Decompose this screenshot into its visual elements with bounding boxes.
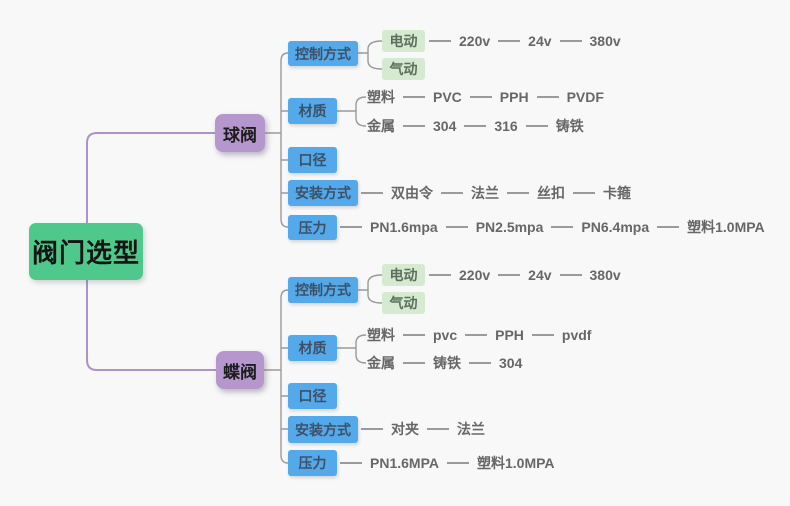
connector-dash	[445, 226, 468, 228]
bfly-install-chain: 对夹 法兰	[361, 419, 485, 439]
leaf-node-380v[interactable]: 380v	[589, 267, 621, 283]
ball-control-method-node[interactable]: 控制方式	[288, 41, 358, 66]
connector-dash	[469, 362, 491, 364]
ball-install-method-node[interactable]: 安装方式	[288, 180, 358, 206]
leaf-node-metal[interactable]: 金属	[367, 355, 395, 371]
connector-dash	[441, 192, 463, 194]
connector-dash	[559, 40, 582, 42]
leaf-node-clamp[interactable]: 卡箍	[603, 185, 631, 201]
ball-pressure-chain: PN1.6mpa PN2.5mpa PN6.4mpa 塑料1.0MPA	[340, 217, 765, 237]
connector-dash	[573, 192, 595, 194]
leaf-node-plastic[interactable]: 塑料	[367, 327, 395, 343]
bfly-pneumatic-node[interactable]: 气动	[382, 292, 425, 314]
connector-dash	[507, 192, 529, 194]
connector-dash	[465, 334, 488, 336]
branch-node-butterfly-valve[interactable]: 蝶阀	[216, 351, 264, 389]
connector-dash	[498, 40, 521, 42]
ball-pneumatic-node[interactable]: 气动	[382, 58, 425, 80]
connector-dash	[559, 274, 582, 276]
leaf-node-flange[interactable]: 法兰	[457, 421, 485, 437]
ball-caliber-node[interactable]: 口径	[288, 147, 337, 173]
branch-node-ball-valve[interactable]: 球阀	[215, 114, 265, 152]
leaf-node-flange[interactable]: 法兰	[471, 185, 499, 201]
leaf-node-double-union[interactable]: 双由令	[391, 185, 433, 201]
ball-electric-node[interactable]: 电动	[382, 30, 425, 52]
butterfly-branch-lines	[263, 274, 383, 464]
leaf-node-pvc[interactable]: PVC	[433, 89, 462, 105]
bfly-electric-node[interactable]: 电动	[382, 264, 425, 286]
leaf-node-pn16[interactable]: PN1.6mpa	[370, 219, 438, 235]
leaf-node-24v[interactable]: 24v	[528, 267, 552, 283]
connector-dash	[429, 40, 451, 42]
leaf-node-220v[interactable]: 220v	[459, 267, 491, 283]
bfly-voltage-chain: 220v 24v 380v	[429, 267, 621, 283]
ball-plastic-chain: 塑料 PVC PPH PVDF	[367, 87, 604, 107]
leaf-node-plastic-10mpa[interactable]: 塑料1.0MPA	[476, 455, 555, 471]
ball-material-node[interactable]: 材质	[288, 98, 337, 124]
connector-dash	[427, 428, 449, 430]
leaf-node-304[interactable]: 304	[499, 355, 523, 371]
ball-branch-lines	[263, 40, 383, 228]
leaf-node-pph[interactable]: PPH	[499, 89, 529, 105]
leaf-node-220v[interactable]: 220v	[459, 33, 491, 49]
leaf-node-wafer[interactable]: 对夹	[391, 421, 419, 437]
leaf-node-pvdf[interactable]: PVDF	[566, 89, 604, 105]
bfly-control-method-node[interactable]: 控制方式	[288, 277, 358, 303]
connector-dash	[340, 226, 362, 228]
leaf-node-24v[interactable]: 24v	[528, 33, 552, 49]
connector-dash	[525, 125, 548, 127]
leaf-node-metal[interactable]: 金属	[367, 118, 395, 134]
leaf-node-pvc[interactable]: pvc	[433, 327, 458, 343]
bfly-metal-chain: 金属 铸铁 304	[367, 353, 522, 373]
leaf-node-cast-iron[interactable]: 铸铁	[433, 355, 461, 371]
connector-dash	[464, 125, 487, 127]
leaf-node-304[interactable]: 304	[433, 118, 457, 134]
connector-dash	[429, 274, 451, 276]
leaf-node-pn64[interactable]: PN6.4mpa	[581, 219, 650, 235]
leaf-node-plastic[interactable]: 塑料	[367, 89, 395, 105]
ball-metal-chain: 金属 304 316 铸铁	[367, 116, 584, 136]
connector-dash	[498, 274, 521, 276]
connector-dash	[361, 192, 383, 194]
ball-pressure-node[interactable]: 压力	[288, 215, 337, 240]
leaf-node-pn25[interactable]: PN2.5mpa	[475, 219, 544, 235]
bfly-plastic-chain: 塑料 pvc PPH pvdf	[367, 325, 591, 345]
leaf-node-plastic-10mpa[interactable]: 塑料1.0MPA	[687, 219, 765, 235]
leaf-node-380v[interactable]: 380v	[589, 33, 621, 49]
connector-dash	[340, 462, 362, 464]
connector-dash	[361, 428, 383, 430]
bfly-install-method-node[interactable]: 安装方式	[288, 416, 358, 443]
connector-dash	[469, 96, 492, 98]
connector-dash	[403, 362, 425, 364]
bfly-pressure-node[interactable]: 压力	[288, 450, 337, 476]
leaf-node-pn16[interactable]: PN1.6MPA	[370, 455, 439, 471]
bfly-caliber-node[interactable]: 口径	[288, 383, 337, 409]
connector-dash	[403, 96, 425, 98]
connector-dash	[403, 334, 425, 336]
bfly-pressure-chain: PN1.6MPA 塑料1.0MPA	[340, 453, 555, 473]
leaf-node-thread[interactable]: 丝扣	[537, 185, 565, 201]
ball-install-chain: 双由令 法兰 丝扣 卡箍	[361, 183, 631, 203]
connector-dash	[446, 462, 469, 464]
leaf-node-cast-iron[interactable]: 铸铁	[555, 118, 584, 134]
root-node-valve-selection[interactable]: 阀门选型	[29, 223, 143, 280]
leaf-node-316[interactable]: 316	[494, 118, 518, 134]
ball-voltage-chain: 220v 24v 380v	[429, 33, 621, 49]
connector-dash	[551, 226, 574, 228]
leaf-node-pph[interactable]: PPH	[495, 327, 524, 343]
connector-dash	[536, 96, 559, 98]
leaf-node-pvdf[interactable]: pvdf	[561, 327, 592, 343]
bfly-material-node[interactable]: 材质	[288, 335, 337, 361]
connector-dash	[403, 125, 425, 127]
connector-dash	[531, 334, 554, 336]
connector-dash	[657, 226, 680, 228]
